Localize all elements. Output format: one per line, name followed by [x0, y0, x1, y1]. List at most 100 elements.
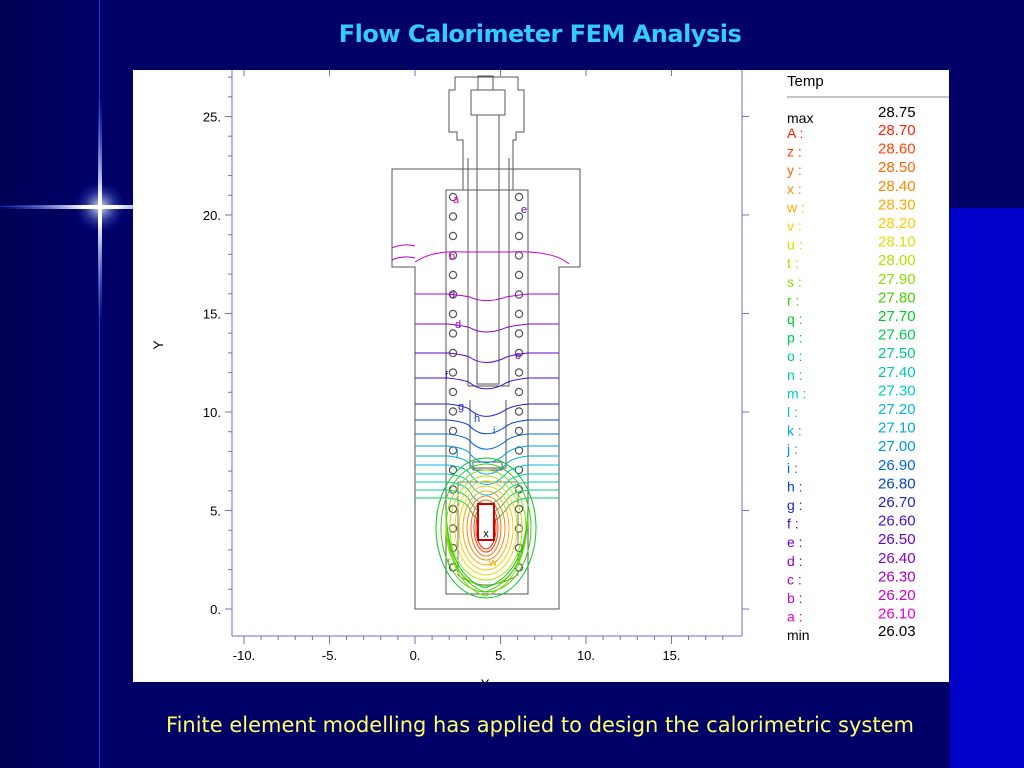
legend-value: 28.40 — [878, 178, 916, 195]
legend-value: 26.10 — [878, 606, 916, 623]
legend-value: 27.60 — [878, 327, 916, 344]
coil-turn — [514, 270, 524, 280]
x-tick-label: -10. — [233, 648, 255, 663]
contour-letter: d — [455, 319, 461, 331]
legend-value: 26.40 — [878, 550, 916, 567]
legend-label: c : — [787, 571, 802, 587]
legend-value: 26.70 — [878, 494, 916, 511]
legend-value: 28.30 — [878, 196, 916, 213]
legend-value: 28.00 — [878, 252, 916, 269]
contour-line — [415, 377, 559, 390]
coil-turn — [514, 192, 524, 202]
coil-turn — [514, 309, 524, 319]
legend-value: 27.30 — [878, 382, 916, 399]
legend-value: 27.70 — [878, 308, 916, 325]
legend-rows: A :28.70z :28.60y :28.50x :28.40w :28.30… — [786, 122, 916, 625]
legend-label: t : — [787, 255, 799, 271]
legend-label: l : — [787, 404, 798, 420]
legend-value: 26.50 — [878, 531, 916, 548]
legend-max-value: 28.75 — [878, 104, 916, 121]
contour-ring — [458, 485, 514, 571]
legend-label: u : — [787, 237, 803, 253]
legend-min-label: min — [787, 627, 810, 643]
legend-label: z : — [787, 144, 802, 160]
legend-heading: Temp — [787, 73, 824, 90]
contour-letter: f — [445, 370, 449, 382]
y-tick-label: 25. — [203, 110, 221, 125]
coil-turn — [448, 368, 458, 377]
contour-line — [391, 244, 416, 249]
legend-label: w : — [786, 199, 805, 215]
legend-max-label: max — [787, 110, 813, 126]
contour-letter: e — [521, 204, 527, 216]
contour-line — [391, 256, 416, 261]
contour-line — [415, 473, 559, 496]
contour-ring — [449, 475, 523, 581]
legend-min-value: 26.03 — [878, 623, 916, 640]
legend-value: 27.20 — [878, 401, 916, 418]
contour-line — [415, 403, 559, 417]
legend-value: 27.50 — [878, 345, 916, 362]
vertical-accent-line — [99, 0, 100, 768]
legend-label: A : — [787, 125, 803, 141]
y-tick-label: 10. — [203, 405, 221, 420]
contour-line — [445, 517, 529, 597]
contour-line — [445, 509, 529, 589]
legend-label: s : — [787, 274, 802, 290]
legend-value: 27.80 — [878, 289, 916, 306]
legend-label: o : — [787, 348, 803, 364]
coil-turn — [514, 368, 524, 377]
contour-line — [415, 419, 559, 435]
coil-turn — [448, 407, 458, 416]
legend-label: m : — [787, 385, 806, 401]
contour-ring — [435, 457, 537, 599]
y-tick-label: 0. — [210, 602, 221, 617]
contour-letter: h — [474, 413, 480, 425]
axis-tick-labels: -10.-5.0.5.10.15.0.5.10.15.20.25. — [203, 110, 681, 664]
coil-turn — [514, 426, 524, 436]
x-tick-label: 0. — [410, 648, 421, 663]
slide-title: Flow Calorimeter FEM Analysis — [338, 20, 742, 48]
plot-frame — [231, 70, 743, 637]
left-background-band — [0, 0, 100, 768]
legend-value: 28.50 — [878, 159, 916, 176]
legend-label: i : — [787, 460, 798, 476]
temperature-legend: Temp max 28.75 A :28.70z :28.60y :28.50x… — [786, 73, 949, 643]
contour-line — [414, 251, 570, 265]
legend-label: a : — [787, 609, 803, 625]
contour-line — [415, 445, 559, 464]
contour-line — [415, 323, 559, 333]
x-tick-label: 15. — [662, 648, 680, 663]
contour-line — [415, 293, 559, 302]
coil-turn — [448, 426, 458, 436]
legend-value: 28.20 — [878, 215, 916, 232]
legend-label: e : — [787, 534, 803, 550]
legend-label: q : — [787, 311, 803, 327]
y-tick-label: 5. — [210, 504, 221, 519]
coil-turn — [514, 407, 524, 416]
contour-ring — [462, 490, 510, 566]
contour-line — [415, 433, 559, 450]
coil-turn — [514, 387, 524, 397]
contour-ring — [466, 495, 506, 561]
legend-value: 27.00 — [878, 438, 916, 455]
y-axis-label: Y — [150, 340, 166, 350]
cooling-coils — [448, 192, 524, 572]
x-tick-label: 10. — [577, 648, 595, 663]
legend-value: 26.30 — [878, 568, 916, 585]
contour-letter: r — [447, 556, 451, 568]
coil-turn — [514, 446, 524, 455]
contour-line — [415, 455, 559, 475]
legend-label: v : — [787, 218, 802, 234]
contour-ring — [470, 499, 502, 557]
contour-line — [445, 513, 529, 593]
legend-label: b : — [787, 590, 803, 606]
coil-turn — [514, 212, 524, 221]
legend-value: 27.40 — [878, 364, 916, 381]
legend-label: r : — [787, 292, 799, 308]
x-axis-label: X — [480, 676, 490, 682]
coil-turn — [514, 231, 524, 241]
slide-caption: Finite element modelling has applied to … — [166, 713, 914, 737]
contour-line — [415, 481, 559, 505]
contour-letter: j — [455, 446, 458, 458]
